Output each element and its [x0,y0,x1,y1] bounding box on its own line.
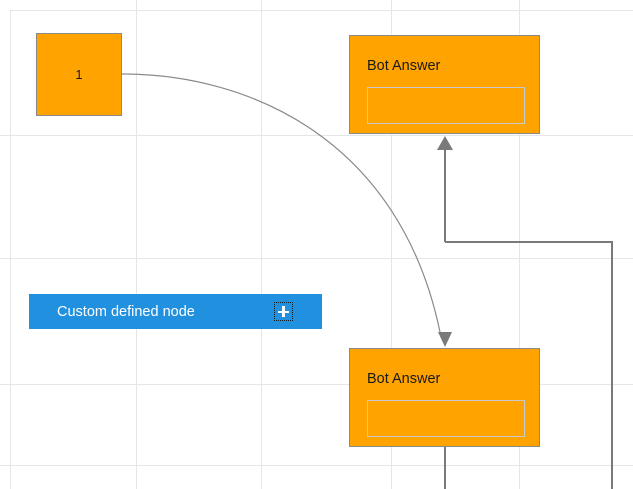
node-bot-answer-top-slot[interactable] [367,87,525,124]
edge-curved-node1-to-bot-answer-bottom[interactable] [121,73,441,333]
edge-orthogonal-right-return[interactable] [445,241,613,489]
node-bot-answer-top[interactable]: Bot Answer [349,35,540,134]
node-bot-answer-bottom[interactable]: Bot Answer [349,348,540,447]
arrowhead-up-bot-answer-top [437,136,453,150]
custom-defined-node-label: Custom defined node [57,303,195,320]
node-bot-answer-bottom-title: Bot Answer [367,371,441,387]
node-numbered-1-label: 1 [75,67,83,82]
node-bot-answer-top-title: Bot Answer [367,58,441,74]
node-bot-answer-bottom-slot[interactable] [367,400,525,437]
arrowhead-down-bot-answer-bottom [438,332,452,347]
plus-icon[interactable] [274,302,293,321]
node-numbered-1[interactable]: 1 [36,33,122,116]
custom-defined-node-button[interactable]: Custom defined node [29,294,322,329]
